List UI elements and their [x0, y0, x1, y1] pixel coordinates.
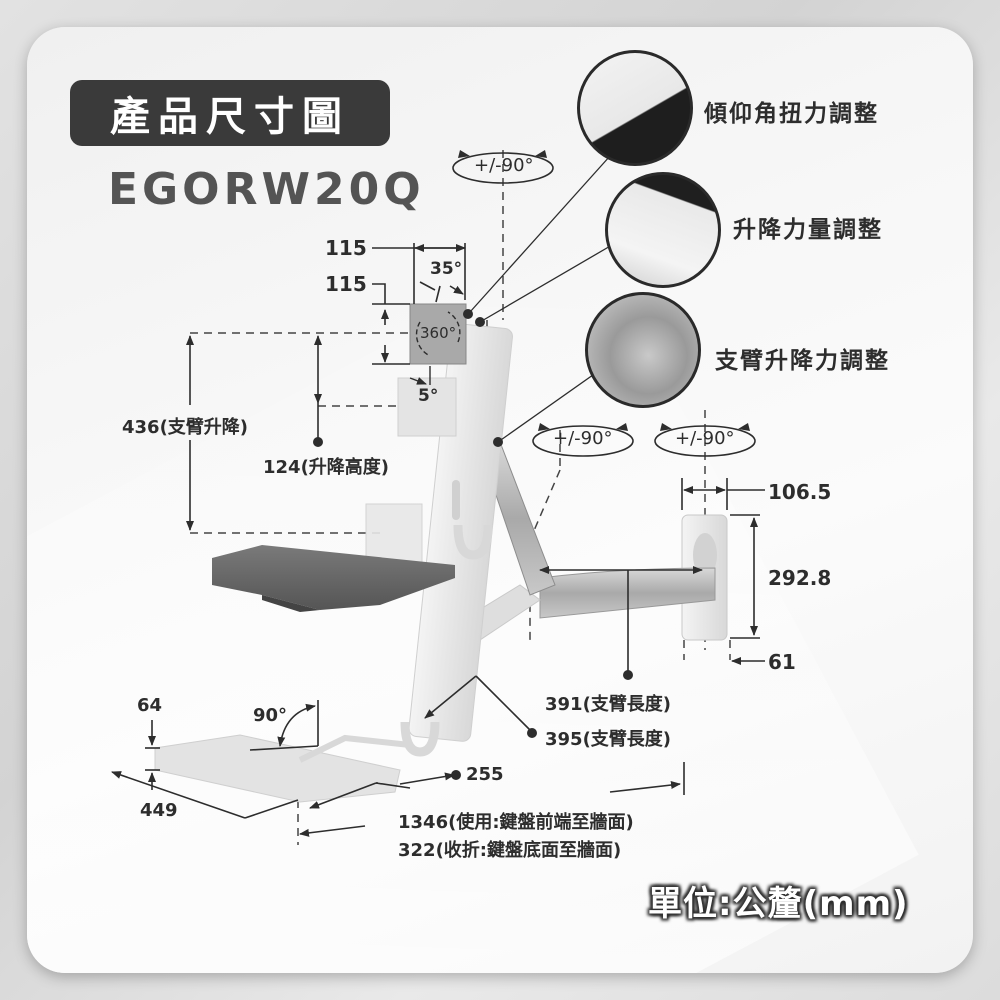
unit-label: 單位:公釐(mm)	[648, 884, 909, 924]
dim-swivel-wall: +/-90°	[675, 428, 735, 449]
dim-in-use-distance: 1346(使用:鍵盤前端至牆面)	[398, 812, 634, 833]
dim-wall-plate-height: 292.8	[768, 566, 832, 590]
dim-keyboard-fold-angle: 90°	[253, 705, 288, 726]
lift-force-closeup	[605, 172, 721, 288]
dim-wall-plate-width: 106.5	[768, 480, 832, 504]
tilt-adjust-closeup	[577, 50, 693, 166]
dim-vesa-width: 115	[325, 236, 367, 260]
dim-lift-height: 124(升降高度)	[263, 457, 390, 478]
model-number: EGORW20Q	[108, 164, 425, 215]
dim-keyboard-depth: 255	[466, 764, 504, 785]
dim-swivel-mid: +/-90°	[553, 428, 613, 449]
callout-lift-force: 升降力量調整	[733, 217, 883, 243]
dim-tilt-down: 5°	[418, 386, 439, 406]
dim-swivel-top: +/-90°	[474, 155, 534, 176]
dim-arm-length-2: 395(支臂長度)	[545, 729, 672, 750]
dim-folded-distance: 322(收折:鍵盤底面至牆面)	[398, 840, 622, 861]
arm-lift-force-closeup	[585, 292, 701, 408]
dim-vesa-height: 115	[325, 272, 367, 296]
dim-wall-offset: 61	[768, 650, 796, 674]
dim-keyboard-width: 449	[140, 800, 178, 821]
page-title: 產品尺寸圖	[110, 94, 350, 140]
callout-tilt-torque: 傾仰角扭力調整	[704, 101, 879, 127]
dim-keyboard-height: 64	[137, 695, 163, 716]
dim-arm-length-1: 391(支臂長度)	[545, 694, 672, 715]
dim-rotation: 360°	[420, 324, 457, 342]
dim-tilt-angle: 35°	[430, 259, 463, 279]
title-banner: 產品尺寸圖	[70, 80, 390, 146]
callout-arm-lift-force: 支臂升降力調整	[715, 348, 890, 374]
dim-arm-lift: 436(支臂升降)	[122, 417, 249, 438]
